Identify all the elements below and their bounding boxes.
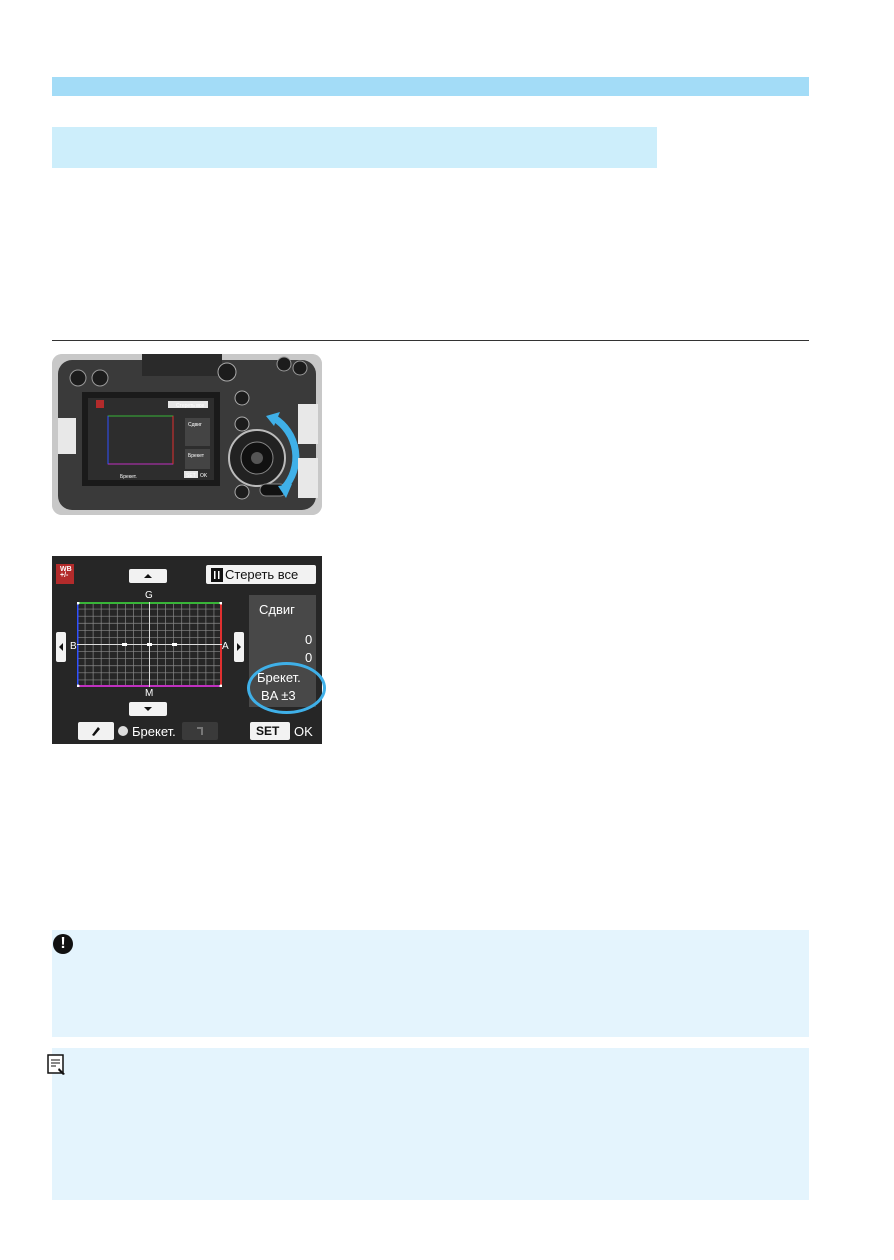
undo-button[interactable] xyxy=(182,722,218,740)
wb-shift-grid[interactable] xyxy=(77,602,222,687)
set-label: SET xyxy=(256,724,280,738)
divider-line xyxy=(52,340,809,341)
note-box xyxy=(52,1048,809,1200)
wb-badge-text: WB +/- xyxy=(60,566,72,580)
axis-g-label: G xyxy=(145,590,153,601)
bracket-button-label[interactable]: Брекет. xyxy=(132,724,176,739)
bracket-marker-center xyxy=(147,643,152,646)
dial-icon xyxy=(118,726,128,736)
top-color-bar xyxy=(52,77,809,96)
shift-down-button[interactable] xyxy=(129,702,167,716)
mini-shift-title: Сдвиг xyxy=(188,422,202,428)
bracket-highlight-circle xyxy=(247,662,326,714)
note-icon xyxy=(47,1054,65,1075)
adjust-tool-button[interactable] xyxy=(78,722,114,740)
bracket-marker-amber xyxy=(172,643,177,646)
wb-shift-icon: WB +/- xyxy=(56,564,74,584)
undo-icon xyxy=(197,727,203,735)
shift-left-button[interactable] xyxy=(56,632,66,662)
mini-bracket-title: Брекет xyxy=(188,453,205,459)
triangle-left-icon xyxy=(59,643,63,651)
set-button[interactable]: SET xyxy=(250,722,290,740)
mini-erase-all: Стереть все xyxy=(176,403,204,409)
bracket-marker-blue xyxy=(122,643,127,646)
camera-back-illustration: Стереть все Сдвиг Брекет Брекет. SET OK xyxy=(52,354,322,515)
erase-all-button[interactable]: Стереть все xyxy=(206,565,316,584)
caution-icon: ! xyxy=(53,934,73,954)
erase-all-label: Стереть все xyxy=(225,567,299,582)
wb-bracketing-screen: WB +/- Стереть все G M B A xyxy=(52,556,326,744)
ok-label: OK xyxy=(294,724,313,739)
triangle-down-icon xyxy=(144,707,152,711)
shift-title: Сдвиг xyxy=(259,602,295,617)
axis-m-label: M xyxy=(145,688,154,699)
mini-set-label: SET xyxy=(186,473,196,479)
shift-up-button[interactable] xyxy=(129,569,167,583)
wrench-icon xyxy=(92,727,100,736)
section-header-band xyxy=(52,127,657,168)
axis-a-label: A xyxy=(222,641,229,652)
triangle-right-icon xyxy=(237,643,241,651)
caution-box xyxy=(52,930,809,1037)
trash-icon xyxy=(211,568,223,582)
camera-back-drawing: Стереть все Сдвиг Брекет Брекет. SET OK xyxy=(52,354,322,515)
axis-b-label: B xyxy=(70,641,77,652)
mini-ok-label: OK xyxy=(200,473,208,479)
shift-right-button[interactable] xyxy=(234,632,244,662)
mini-bracket-button: Брекет. xyxy=(120,474,137,480)
shift-value-2: 0 xyxy=(305,650,313,665)
triangle-up-icon xyxy=(144,574,152,578)
shift-value-1: 0 xyxy=(305,632,313,647)
